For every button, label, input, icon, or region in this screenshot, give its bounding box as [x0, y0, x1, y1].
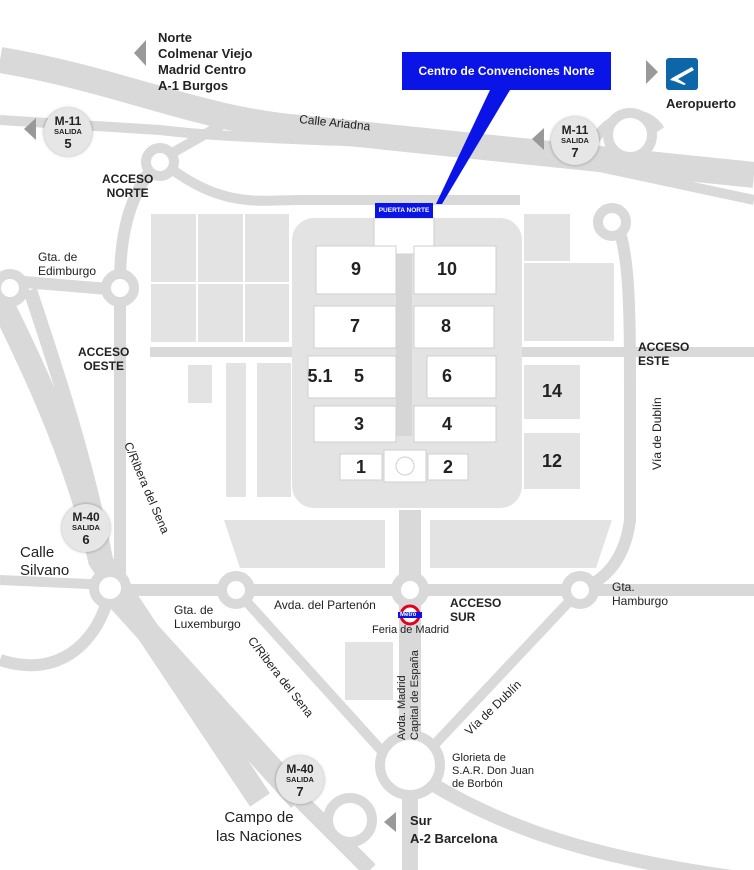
plane-icon: [666, 58, 698, 90]
badge-num: 5: [64, 135, 72, 151]
gta-hamburgo-label: Gta. Hamburgo: [612, 580, 668, 608]
acceso-sur-label: ACCESO SUR: [450, 596, 501, 624]
badge-num: 6: [82, 531, 90, 547]
badge-num: 7: [296, 783, 304, 799]
glorieta-line2: S.A.R. Don Juan: [452, 765, 534, 777]
airport-label: Aeropuerto: [666, 96, 737, 111]
hall-2-label: 2: [442, 457, 453, 477]
hall-7-label: 7: [349, 316, 360, 336]
calle-silvano-line2: Silvano: [20, 562, 70, 579]
hall-12-label: 12: [541, 451, 563, 471]
glorieta-line3: de Borbón: [452, 778, 503, 790]
m11-exit5-badge: M-11 SALIDA 5: [44, 108, 92, 156]
north-direction-label: Norte Colmenar Viejo Madrid Centro A-1 B…: [158, 30, 252, 94]
badge-road: M-11: [561, 123, 589, 137]
glorieta-label: Glorieta de S.A.R. Don Juan de Borbón: [452, 752, 534, 791]
acceso-sur-line2: SUR: [450, 610, 476, 624]
badge-road: M-40: [286, 762, 314, 776]
acceso-sur-line1: ACCESO: [450, 596, 502, 610]
north-line4: A-1 Burgos: [158, 78, 229, 93]
gta-edimburgo-line2: Edimburgo: [38, 264, 97, 278]
avda-partenon-label: Avda. del Partenón: [274, 598, 376, 612]
gta-hamburgo-line2: Hamburgo: [612, 594, 669, 608]
gta-hamburgo-line1: Gta.: [612, 580, 635, 594]
badge-salida: SALIDA: [561, 136, 589, 145]
acceso-este-line1: ACCESO: [638, 340, 690, 354]
acceso-norte-line1: ACCESO: [102, 172, 154, 186]
metro-icon-text: Metro: [400, 612, 417, 618]
campo-naciones-line2: las Naciones: [216, 828, 302, 845]
glorieta-line1: Glorieta de: [452, 752, 506, 764]
metro-station-label: Feria de Madrid: [372, 624, 450, 636]
campo-naciones-line1: Campo de: [224, 809, 294, 826]
south-direction-label: Sur A-2 Barcelona: [410, 812, 497, 848]
acceso-oeste-line1: ACCESO: [78, 345, 130, 359]
gta-edimburgo-label: Gta. de Edimburgo: [38, 250, 96, 278]
badge-salida: SALIDA: [54, 127, 82, 136]
hall-1-label: 1: [355, 457, 366, 477]
m40-exit7-badge: M-40 SALIDA 7: [276, 756, 324, 804]
acceso-este-label: ACCESO ESTE: [638, 340, 689, 368]
north-line2: Colmenar Viejo: [158, 46, 253, 61]
avda-madrid-line1: Avda. Madrid: [396, 675, 408, 740]
south-line1: Sur: [410, 813, 432, 828]
gta-luxemburgo-line1: Gta. de: [174, 603, 214, 617]
north-line3: Madrid Centro: [158, 62, 247, 77]
gta-luxemburgo-label: Gta. de Luxemburgo: [174, 603, 241, 631]
acceso-oeste-label: ACCESO OESTE: [78, 345, 129, 373]
calle-silvano-line1: Calle: [20, 544, 55, 561]
badge-road: M-11: [54, 114, 82, 128]
hall-4-label: 4: [441, 414, 452, 434]
convention-centre-callout: Centro de Convenciones Norte: [402, 52, 611, 90]
badge-salida: SALIDA: [286, 775, 314, 784]
m11-exit7-badge: M-11 SALIDA 7: [551, 117, 599, 165]
south-line2: A-2 Barcelona: [410, 831, 498, 846]
hall-8-label: 8: [440, 316, 451, 336]
hall-9-label: 9: [350, 259, 361, 279]
hall-5-label: 5: [353, 366, 364, 386]
acceso-norte-label: ACCESO NORTE: [102, 172, 153, 200]
campo-naciones-label: Campo de las Naciones: [216, 808, 302, 846]
badge-road: M-40: [72, 510, 100, 524]
hall-5-1-label: 5.1: [307, 366, 333, 386]
calle-silvano-label: Calle Silvano: [20, 544, 69, 580]
gta-luxemburgo-line2: Luxemburgo: [174, 617, 241, 631]
avda-madrid-label: Avda. Madrid Capital de España: [396, 650, 422, 740]
acceso-norte-line2: NORTE: [106, 186, 149, 200]
badge-num: 7: [571, 144, 579, 160]
m40-exit6-badge: M-40 SALIDA 6: [62, 504, 110, 552]
hall-10-label: 10: [436, 259, 458, 279]
hall-6-label: 6: [441, 366, 452, 386]
acceso-este-line2: ESTE: [638, 354, 670, 368]
via-dublin-east-label: Vía de Dublín: [650, 397, 664, 470]
hall-14-label: 14: [541, 381, 563, 401]
hall-3-label: 3: [353, 414, 364, 434]
north-line1: Norte: [158, 30, 192, 45]
gta-edimburgo-line1: Gta. de: [38, 250, 78, 264]
acceso-oeste-line2: OESTE: [83, 359, 125, 373]
avda-madrid-line2: Capital de España: [409, 650, 421, 740]
puerta-norte-label: PUERTA NORTE: [375, 203, 433, 218]
badge-salida: SALIDA: [72, 523, 100, 532]
